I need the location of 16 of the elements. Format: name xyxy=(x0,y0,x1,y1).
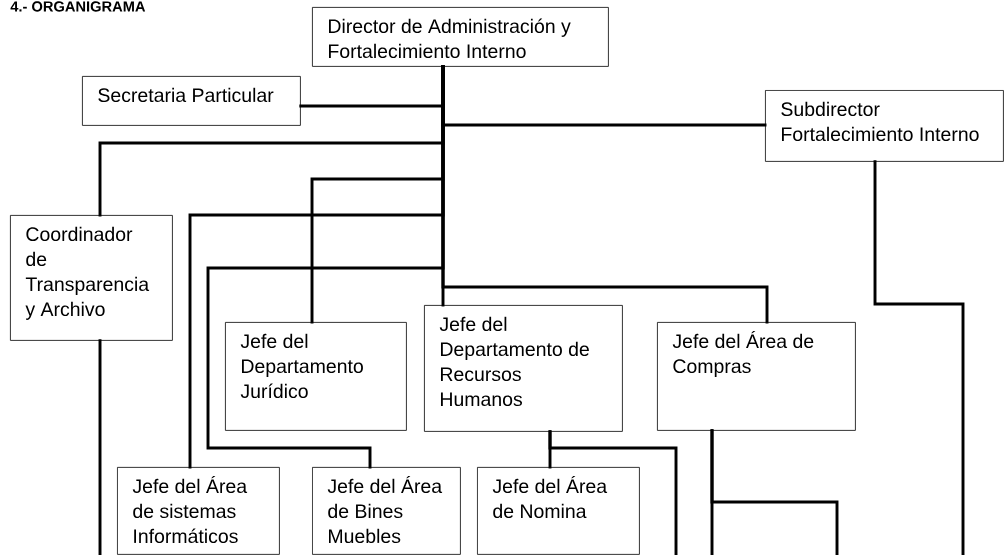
org-box: Jefe del Área de Compras xyxy=(657,322,856,431)
connector-line xyxy=(98,339,102,555)
connector-line xyxy=(548,430,678,555)
connector-line xyxy=(873,160,965,555)
org-box: Jefe del Departamento de Recursos Humanos xyxy=(424,305,623,432)
org-box: Jefe del Área de Nomina xyxy=(477,467,640,555)
org-box: Director de Administración y Fortalecimiento Interno xyxy=(312,7,609,67)
connector-line xyxy=(441,65,769,324)
org-box: Jefe del Área de sistemas Informáticos xyxy=(117,467,280,555)
org-box: Secretaria Particular xyxy=(82,76,301,126)
org-box: Subdirector Fortalecimiento Interno xyxy=(765,90,1004,162)
org-box: Jefe del Área de Bines Muebles xyxy=(312,467,461,555)
page-title: 4.- ORGANIGRAMA xyxy=(10,1,146,12)
org-box: Jefe del Departamento Jurídico xyxy=(225,322,407,431)
org-box: Coordinador de Transparencia y Archivo xyxy=(10,215,173,341)
connector-line xyxy=(710,429,839,555)
